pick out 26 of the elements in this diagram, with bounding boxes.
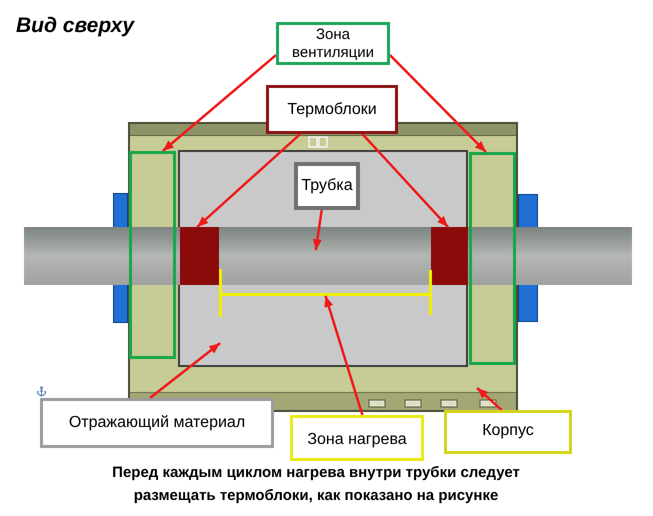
callout-text: Отражающий материал <box>68 413 246 433</box>
caption: Перед каждым циклом нагрева внутри трубки следует размещать термоблоки, как показано на рисунке <box>111 463 521 506</box>
callout-box <box>294 162 360 210</box>
arrow <box>196 133 302 228</box>
arrow <box>312 210 323 250</box>
ventilation-zone <box>469 152 516 365</box>
callout-text: Термоблоки <box>287 100 377 120</box>
callout-text: Зона вентиляции <box>291 26 375 62</box>
callout-text: Корпус <box>482 420 534 440</box>
arrow <box>149 342 221 399</box>
arrow <box>476 386 502 411</box>
arrow <box>324 296 364 416</box>
heading: Вид сверху <box>16 13 134 39</box>
callout-text: Трубка <box>301 176 353 196</box>
thermal-block <box>431 227 468 285</box>
callout-box <box>40 398 274 448</box>
callout-text: Зона нагрева <box>307 430 407 450</box>
callout-box <box>290 415 424 461</box>
callout-box <box>266 85 398 134</box>
callout-box <box>444 410 572 454</box>
arrow <box>162 54 277 152</box>
arrow <box>389 54 487 153</box>
arrow <box>361 133 449 228</box>
ventilation-zone <box>129 151 176 359</box>
callout-box <box>276 22 390 65</box>
thermal-block <box>180 227 219 285</box>
